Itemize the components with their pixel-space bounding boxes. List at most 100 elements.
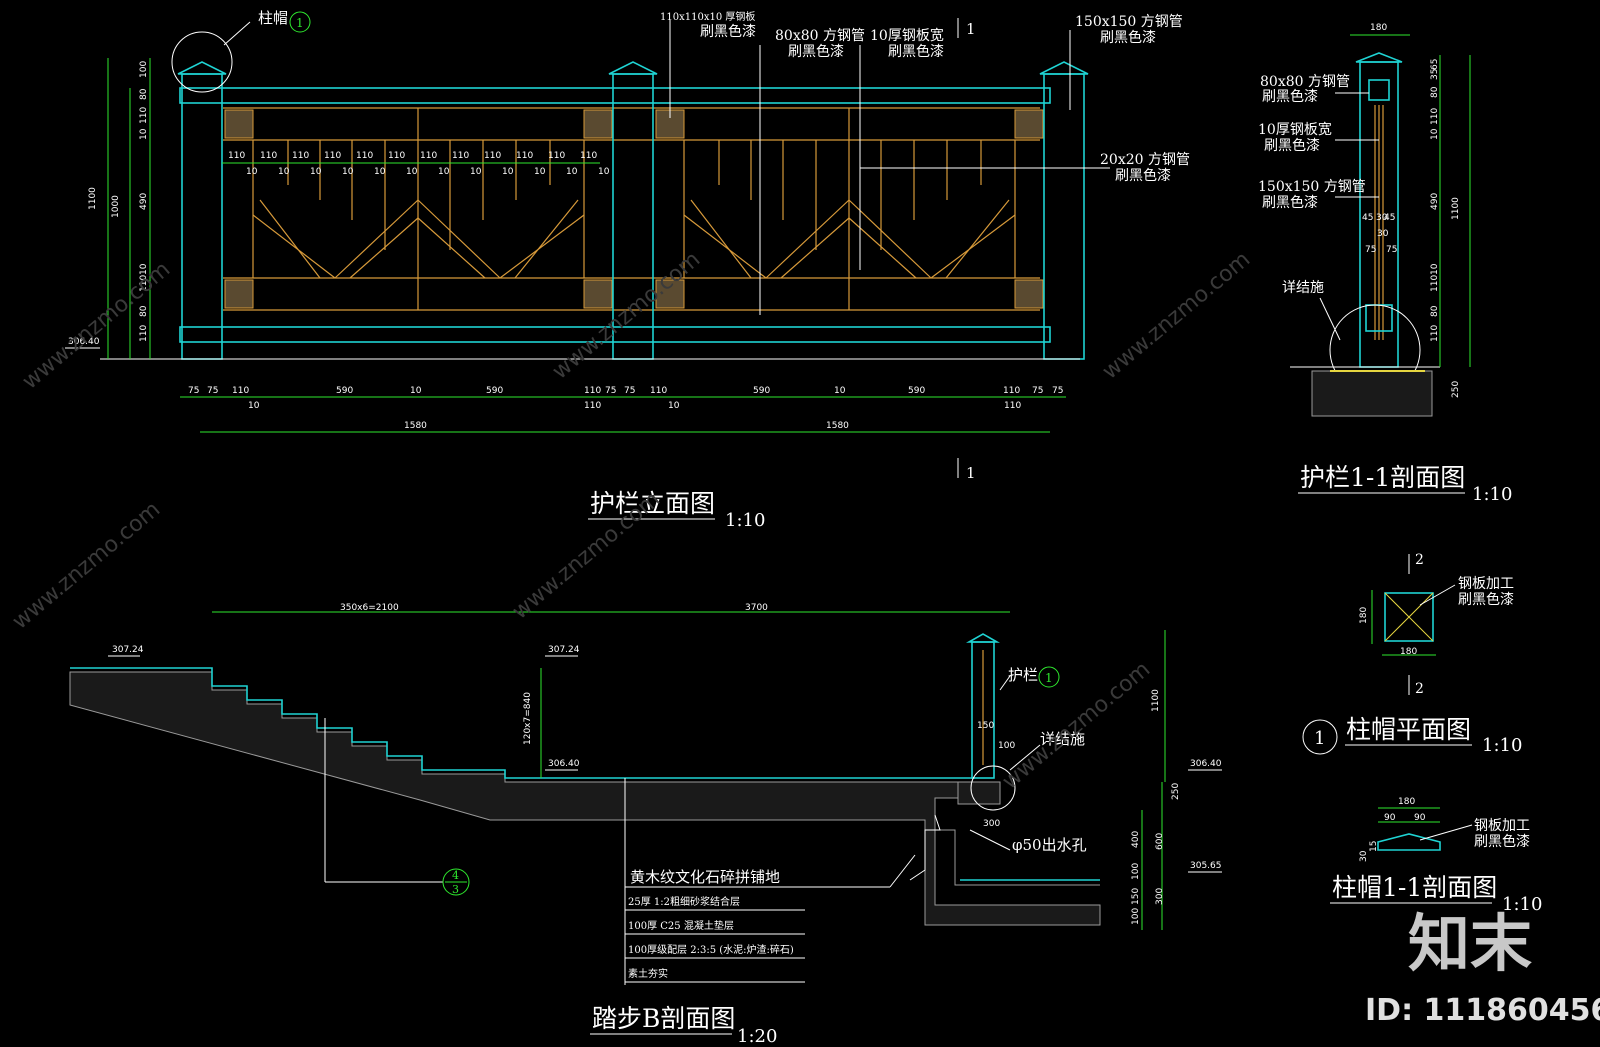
cap-dim-w: 180 — [1400, 647, 1417, 657]
dim-bottom-11: 10 — [834, 386, 846, 396]
drain-label: φ50出水孔 — [1012, 836, 1087, 854]
sec-dim-right-1: 35 — [1430, 69, 1440, 80]
dim-top-10-9: 10 — [534, 167, 546, 177]
dim-bottom-2: 110 — [232, 386, 249, 396]
capsec-dim-90a: 90 — [1384, 813, 1396, 823]
dim-bottom-3: 590 — [336, 386, 353, 396]
dim-left-3: 10 — [139, 128, 149, 140]
sec-dim-250: 250 — [1451, 381, 1461, 398]
dim-top-10-10: 10 — [566, 167, 578, 177]
wall-dim-2: 400 — [1131, 831, 1141, 848]
dim-bottom-sub-2: 10 — [668, 401, 680, 411]
capsec-dim-180: 180 — [1398, 797, 1415, 807]
dim-top-10-7: 10 — [470, 167, 482, 177]
sec-dim-right-6: 10 — [1430, 263, 1440, 275]
dim-left-1: 80 — [139, 88, 149, 100]
dim-bottom-1: 75 — [207, 386, 218, 396]
dim-left-4: 490 — [139, 193, 149, 210]
dim-bottom-12: 590 — [908, 386, 925, 396]
dim-left-8: 110 — [139, 325, 149, 342]
wm-site-2: www.znzmo.com — [548, 247, 705, 385]
cut-mark-top: 1 — [966, 20, 976, 38]
sec-ann-tube80-b: 刷黑色漆 — [1262, 88, 1318, 105]
lvl-30724a: 307.24 — [112, 645, 144, 655]
cap-ann-b: 刷黑色漆 — [1458, 591, 1514, 608]
wm-site-3: www.znzmo.com — [1098, 247, 1255, 385]
dim-bottom-15: 75 — [1052, 386, 1063, 396]
step-dim-len: 3700 — [745, 603, 768, 613]
sec-dim-right-5: 490 — [1430, 193, 1440, 210]
capsec-dim-90b: 90 — [1414, 813, 1426, 823]
sec-dim-inner-1: 30 — [1376, 213, 1388, 223]
cap-dim-h: 180 — [1359, 607, 1369, 624]
sec-ann-plate10-a: 10厚钢板宽 — [1258, 121, 1332, 138]
post-cap-label: 柱帽 — [258, 9, 288, 27]
dim-top-110-0: 110 — [228, 151, 245, 161]
sec-dim-1100: 1100 — [1451, 197, 1461, 220]
capsec-dim-15: 15 — [1369, 841, 1379, 852]
dim-bottom-13: 110 — [1003, 386, 1020, 396]
ann-tube20-a: 20x20 方钢管 — [1100, 152, 1190, 168]
sec-dim-inner-3: 30 — [1377, 229, 1389, 239]
dim-top-110-2: 110 — [292, 151, 309, 161]
title-cap-section: 柱帽1-1剖面图 — [1332, 873, 1497, 902]
dim-top-110-11: 110 — [580, 151, 597, 161]
post-cap-left — [177, 61, 227, 75]
ann-tube20-b: 刷黑色漆 — [1115, 167, 1171, 184]
sec-dim-right-0: 65 — [1430, 59, 1440, 70]
title-section-1-1: 护栏1-1剖面图 — [1300, 463, 1465, 492]
layer-2: 100厚 C25 混凝土垫层 — [628, 919, 734, 932]
dim-top-110-1: 110 — [260, 151, 277, 161]
dim-top-110-5: 110 — [388, 151, 405, 161]
wall-dim-4: 150 — [1131, 888, 1141, 905]
sec-dim-inner-0: 45 — [1362, 213, 1373, 223]
lvl-30565: 305.65 — [1190, 861, 1222, 871]
sec-dim-right-9: 110 — [1430, 325, 1440, 342]
dim-1100: 1100 — [88, 187, 98, 210]
ann-plate10-b: 刷黑色漆 — [888, 43, 944, 60]
cap-plan-circle: 1 — [1314, 728, 1325, 749]
bottom-rail — [179, 326, 1051, 343]
capsec-ann-a: 钢板加工 — [1474, 818, 1530, 834]
ann-110-plate-b: 刷黑色漆 — [700, 23, 756, 40]
title-step-section: 踏步B剖面图 — [592, 1004, 735, 1033]
sec-dim-right-4: 10 — [1430, 128, 1440, 140]
rail-dim-150: 150 — [977, 721, 994, 731]
dim-left-5: 10 — [139, 263, 149, 275]
dim-bottom-sub-0: 10 — [248, 401, 260, 411]
sec-ann-tube80-a: 80x80 方钢管 — [1260, 74, 1350, 90]
top-rail — [179, 87, 1051, 104]
sec-ann-plate10-b: 刷黑色漆 — [1264, 137, 1320, 154]
ann-tube80-a: 80x80 方钢管 — [775, 28, 865, 44]
capsec-ann-b: 刷黑色漆 — [1474, 833, 1530, 850]
post-cap-plan: 2 2 180 180 钢板加工 刷黑色漆 1 柱帽平面图 1:10 — [1302, 552, 1522, 756]
sec-dim-right-8: 80 — [1430, 305, 1440, 317]
post-cap-middle — [608, 61, 658, 75]
dim-top-110-4: 110 — [356, 151, 373, 161]
rail-dim-300: 300 — [983, 819, 1000, 829]
wall-dim-3: 100 — [1131, 863, 1141, 880]
dim-top-110-8: 110 — [484, 151, 501, 161]
scale-step-section: 1:20 — [737, 1026, 777, 1047]
wm-site-1: www.znzmo.com — [18, 257, 175, 395]
dim-top-10-11: 10 — [598, 167, 610, 177]
dim-top-10-4: 10 — [374, 167, 386, 177]
wall-dim-0: 250 — [1171, 783, 1181, 800]
sec-dim-right-7: 110 — [1430, 275, 1440, 292]
lvl-30640: 306.40 — [548, 759, 580, 769]
cut-mark-bottom: 1 — [966, 464, 976, 482]
dim-top-10-5: 10 — [406, 167, 418, 177]
dim-top-110-3: 110 — [324, 151, 341, 161]
post-cap-ref: 1 — [296, 16, 304, 30]
balusters-left — [252, 108, 585, 310]
dim-1580-right: 1580 — [826, 421, 849, 431]
dim-bottom-10: 590 — [753, 386, 770, 396]
sec-dim-inner-5: 75 — [1386, 245, 1397, 255]
dim-top-10-6: 10 — [438, 167, 450, 177]
wall-dim-1: 600 — [1155, 833, 1165, 850]
dim-bottom-7: 75 — [605, 386, 616, 396]
cap-cut-top: 2 — [1415, 552, 1424, 568]
